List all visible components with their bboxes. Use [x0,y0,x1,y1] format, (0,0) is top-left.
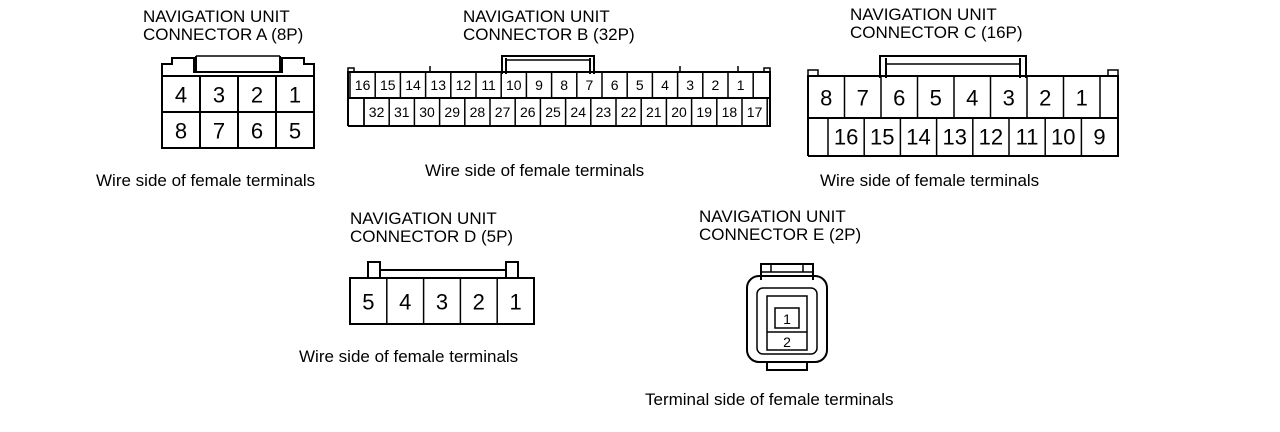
connector-c-ear [1107,69,1119,76]
connector-b-pin-19: 19 [696,104,712,120]
connector-d-pin-4: 4 [399,290,411,315]
connector-c-pin-9: 9 [1093,125,1105,150]
connector-b-pin-14: 14 [405,77,421,93]
connector-a-pin-7: 7 [213,119,225,144]
connector-a-pin-6: 6 [251,119,263,144]
connector-b-pin-24: 24 [570,104,586,120]
connector-c-caption: Wire side of female terminals [820,171,1040,190]
connector-c-pin-2: 2 [1039,86,1051,111]
connector-b-pin-3: 3 [686,77,694,93]
connector-b-pin-18: 18 [722,104,738,120]
connector-c-pin-14: 14 [906,125,930,150]
connector-a-pin-3: 3 [213,83,225,108]
connector-b-pin-23: 23 [596,104,612,120]
connector-b-pin-20: 20 [671,104,687,120]
connector-a-pin-5: 5 [289,119,301,144]
connector-b-pin-25: 25 [545,104,561,120]
connector-c-title-line1: NAVIGATION UNIT [850,5,997,24]
connector-c-pin-12: 12 [979,125,1003,150]
connector-a-pin-8: 8 [175,119,187,144]
connector-b-pin-21: 21 [646,104,662,120]
connector-d-title: NAVIGATION UNIT CONNECTOR D (5P) [350,210,513,246]
connector-b-caption: Wire side of female terminals [425,161,645,180]
connector-b-pin-29: 29 [444,104,460,120]
connector-d-body [349,277,535,325]
connector-d-latch [367,261,519,284]
connector-d-title-line2: CONNECTOR D (5P) [350,227,514,246]
connector-b-pin-7: 7 [586,77,594,93]
connector-b-pin-12: 12 [456,77,472,93]
connector-d-caption: Wire side of female terminals [299,347,519,366]
connector-b-pin-17: 17 [747,104,763,120]
connector-b-pin-28: 28 [470,104,486,120]
connector-b-pin-5: 5 [636,77,644,93]
connector-a-pin-1: 1 [289,83,301,108]
connector-b-latch [501,55,595,74]
connector-b-pin-4: 4 [661,77,669,93]
connector-c-pin-5: 5 [930,86,942,111]
connector-c-title: NAVIGATION UNIT CONNECTOR C (16P) [850,6,1023,42]
connector-a-pin-2: 2 [251,83,263,108]
connector-e-title-line2: CONNECTOR E (2P) [699,225,862,244]
connector-b-title-line1: NAVIGATION UNIT [463,7,610,26]
connector-a-title-line2: CONNECTOR A (8P) [143,25,304,44]
connector-a-diagram: 4 3 2 1 8 7 6 5 [161,55,315,149]
connector-c-ear [807,69,819,76]
connector-c-pin-1: 1 [1076,86,1088,111]
connector-d-pin-5: 5 [362,290,374,315]
connector-c-pin-11: 11 [1016,125,1039,150]
connector-b-pin-22: 22 [621,104,637,120]
connector-b-pin-32: 32 [369,104,385,120]
connector-e-pin-1-box [774,307,800,329]
connector-a-pin-4: 4 [175,83,187,108]
connector-d-pin-3: 3 [436,290,448,315]
connector-c-pin-10: 10 [1051,125,1075,150]
connector-d-title-line1: NAVIGATION UNIT [350,209,497,228]
connector-c-pin-16: 16 [834,125,858,150]
connector-b-pin-13: 13 [430,77,446,93]
connector-e-pin-1: 1 [783,311,791,327]
connector-c-title-line2: CONNECTOR C (16P) [850,23,1023,42]
connector-e-bottom-latch [766,362,808,371]
connector-b-pin-15: 15 [380,77,396,93]
connector-b-pin-16: 16 [355,77,371,93]
connector-d-pin-1: 1 [509,290,521,315]
connector-b-pin-31: 31 [394,104,410,120]
connector-d-pin-2: 2 [473,290,485,315]
connector-b-title-line2: CONNECTOR B (32P) [463,25,635,44]
connector-c-pin-6: 6 [893,86,905,111]
connector-b-pin-11: 11 [481,77,496,93]
connector-c-pin-15: 15 [870,125,894,150]
connector-a-title: NAVIGATION UNIT CONNECTOR A (8P) [143,8,303,44]
connector-b-pin-30: 30 [419,104,435,120]
connector-e-title: NAVIGATION UNIT CONNECTOR E (2P) [699,208,861,244]
connector-b-pin-8: 8 [560,77,568,93]
connector-e-pin-2: 2 [783,334,791,350]
connector-c-pin-8: 8 [820,86,832,111]
connector-b-title: NAVIGATION UNIT CONNECTOR B (32P) [463,8,635,44]
connector-b-ear [347,67,355,72]
connector-c-pin-7: 7 [857,86,869,111]
connector-e-diagram: 12 [746,263,828,371]
connector-c-pin-3: 3 [1003,86,1015,111]
connector-b-pin-10: 10 [506,77,522,93]
connector-b-ear [763,67,771,72]
connector-e-title-line1: NAVIGATION UNIT [699,207,846,226]
connector-b-pin-2: 2 [712,77,720,93]
connector-e-caption: Terminal side of female terminals [645,390,894,409]
connector-c-pin-4: 4 [966,86,978,111]
connector-c-latch [879,55,1027,78]
connector-b-pin-27: 27 [495,104,511,120]
connector-b-pin-1: 1 [737,77,745,93]
connector-a-latch [161,57,315,76]
connector-b-pin-9: 9 [535,77,543,93]
connector-b-pin-26: 26 [520,104,536,120]
connector-a-title-line1: NAVIGATION UNIT [143,7,290,26]
connector-c-pin-13: 13 [942,125,966,150]
connector-a-caption: Wire side of female terminals [96,171,316,190]
connector-b-pin-6: 6 [611,77,619,93]
